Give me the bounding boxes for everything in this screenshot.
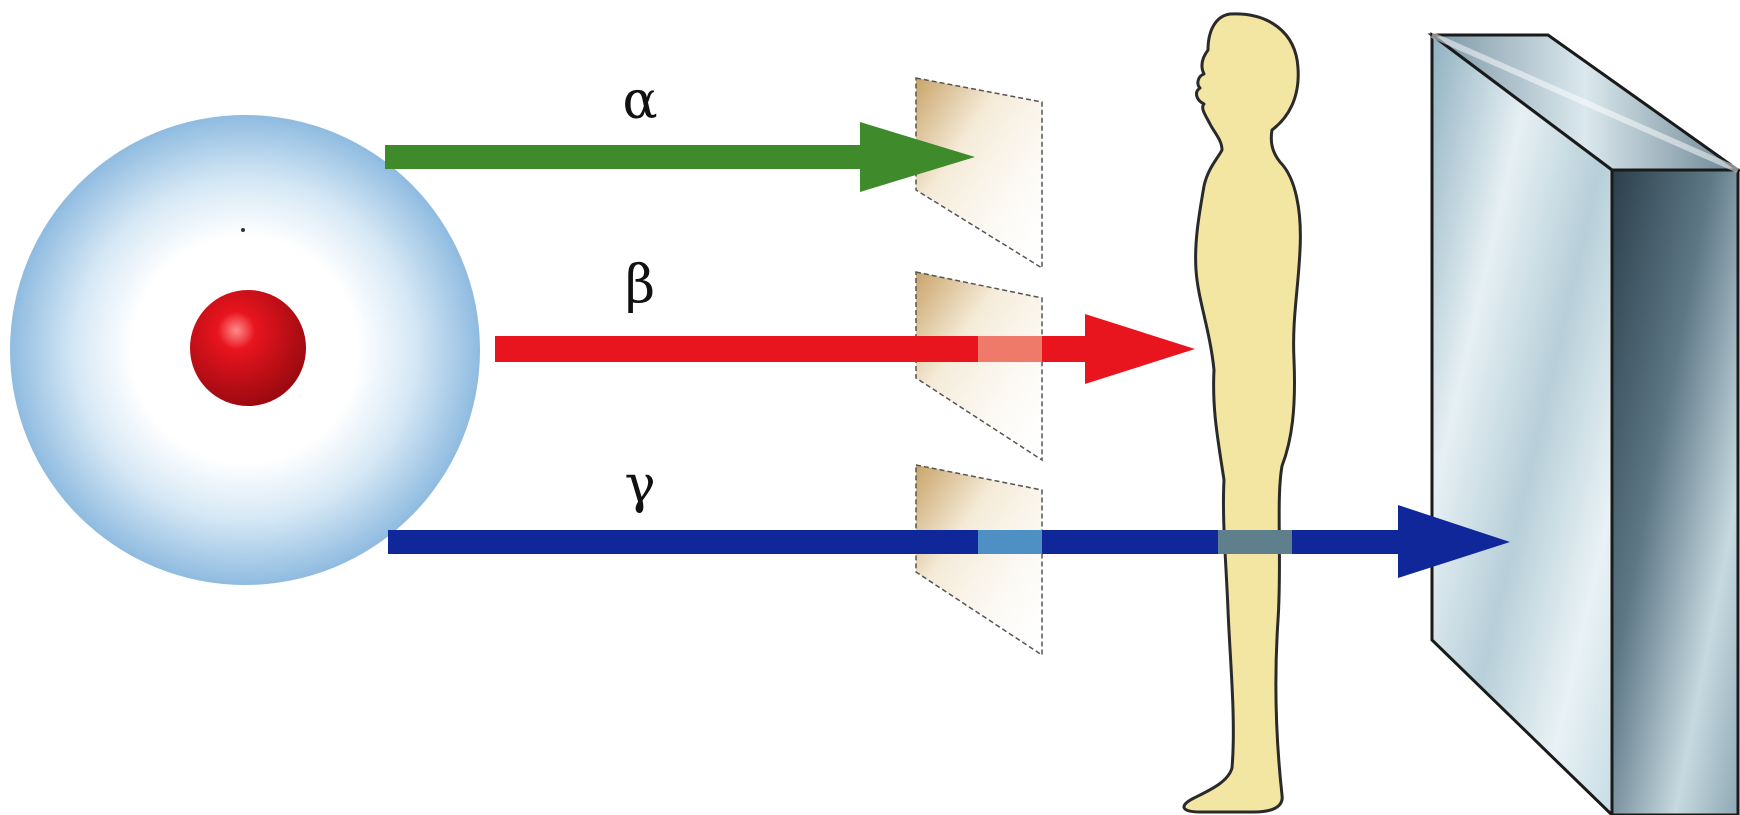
alpha-ray-shaft (385, 145, 870, 169)
gamma-ray: γ (388, 455, 1510, 578)
alpha-ray: α (385, 71, 975, 192)
paper-sheet-top (915, 77, 1043, 270)
concrete-block (1427, 32, 1740, 815)
human-figure (1182, 12, 1302, 814)
block-highlight (1430, 32, 1740, 173)
beta-ray-head (1085, 314, 1195, 384)
cloud-speck (241, 228, 245, 232)
beta-ray: β (495, 255, 1195, 384)
atom-source (10, 115, 480, 585)
gamma-ray-through-paper (978, 530, 1042, 554)
gamma-ray-head (1398, 505, 1510, 578)
paper-sheet-bottom (915, 464, 1043, 657)
gamma-label: γ (624, 455, 655, 515)
human-silhouette (1182, 12, 1302, 814)
nucleus (190, 290, 306, 406)
paper-sheet-middle (915, 271, 1043, 462)
gamma-ray-through-human (1218, 530, 1292, 554)
alpha-ray-head (860, 122, 975, 192)
block-front-face (1430, 32, 1614, 815)
block-side-face (1610, 168, 1740, 815)
beta-ray-through-paper (978, 336, 1042, 362)
beta-label: β (625, 255, 655, 315)
paper-barrier (915, 77, 1043, 657)
alpha-label: α (622, 71, 657, 131)
